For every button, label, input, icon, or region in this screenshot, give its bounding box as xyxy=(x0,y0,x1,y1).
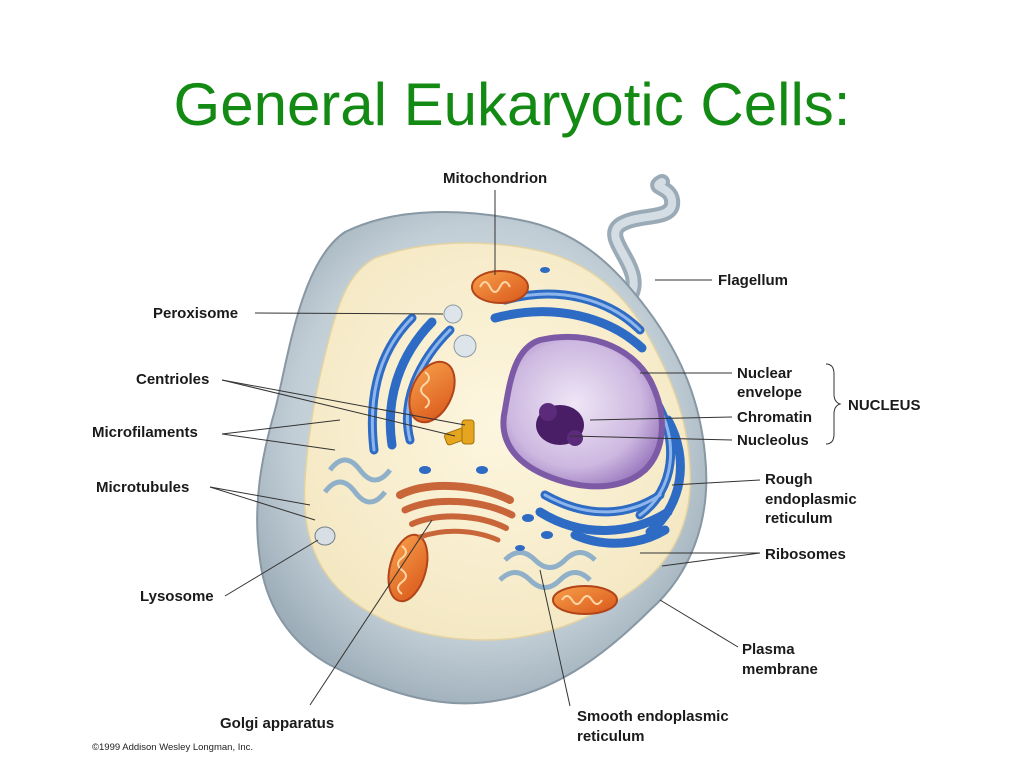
label-microfilaments: Microfilaments xyxy=(92,424,198,441)
label-nuclear-envelope-line1: Nuclear xyxy=(737,365,792,382)
label-rough-er-line1: Rough xyxy=(765,471,812,488)
copyright-notice: ©1999 Addison Wesley Longman, Inc. xyxy=(92,742,253,753)
label-nucleus-group: NUCLEUS xyxy=(848,397,921,414)
label-peroxisome: Peroxisome xyxy=(153,305,238,322)
centrioles xyxy=(444,419,475,446)
label-smooth-er-line1: Smooth endoplasmic xyxy=(577,708,729,725)
lysosome xyxy=(314,526,336,546)
vesicles xyxy=(419,267,553,551)
peroxisome xyxy=(443,304,463,324)
label-nuclear-envelope-line2: envelope xyxy=(737,384,802,401)
label-rough-er-line2: endoplasmic xyxy=(765,491,857,508)
label-microtubules: Microtubules xyxy=(96,479,189,496)
label-golgi-apparatus: Golgi apparatus xyxy=(220,715,334,732)
mitochondria xyxy=(387,270,618,615)
label-plasma-membrane-line1: Plasma xyxy=(742,641,795,658)
label-rough-er-line3: reticulum xyxy=(765,510,833,527)
smooth-er xyxy=(323,457,597,590)
label-centrioles: Centrioles xyxy=(136,371,209,388)
label-chromatin: Chromatin xyxy=(737,409,812,426)
label-lysosome: Lysosome xyxy=(140,588,214,605)
label-nucleolus: Nucleolus xyxy=(737,432,809,449)
label-plasma-membrane-line2: membrane xyxy=(742,661,818,678)
leader-lines xyxy=(209,190,842,707)
label-smooth-er-line2: reticulum xyxy=(577,728,645,745)
label-mitochondrion: Mitochondrion xyxy=(443,170,547,187)
nucleus xyxy=(500,334,665,490)
slide-title: General Eukaryotic Cells: xyxy=(173,71,851,138)
label-ribosomes: Ribosomes xyxy=(765,546,846,563)
label-flagellum: Flagellum xyxy=(718,272,788,289)
golgi-apparatus xyxy=(396,482,516,543)
